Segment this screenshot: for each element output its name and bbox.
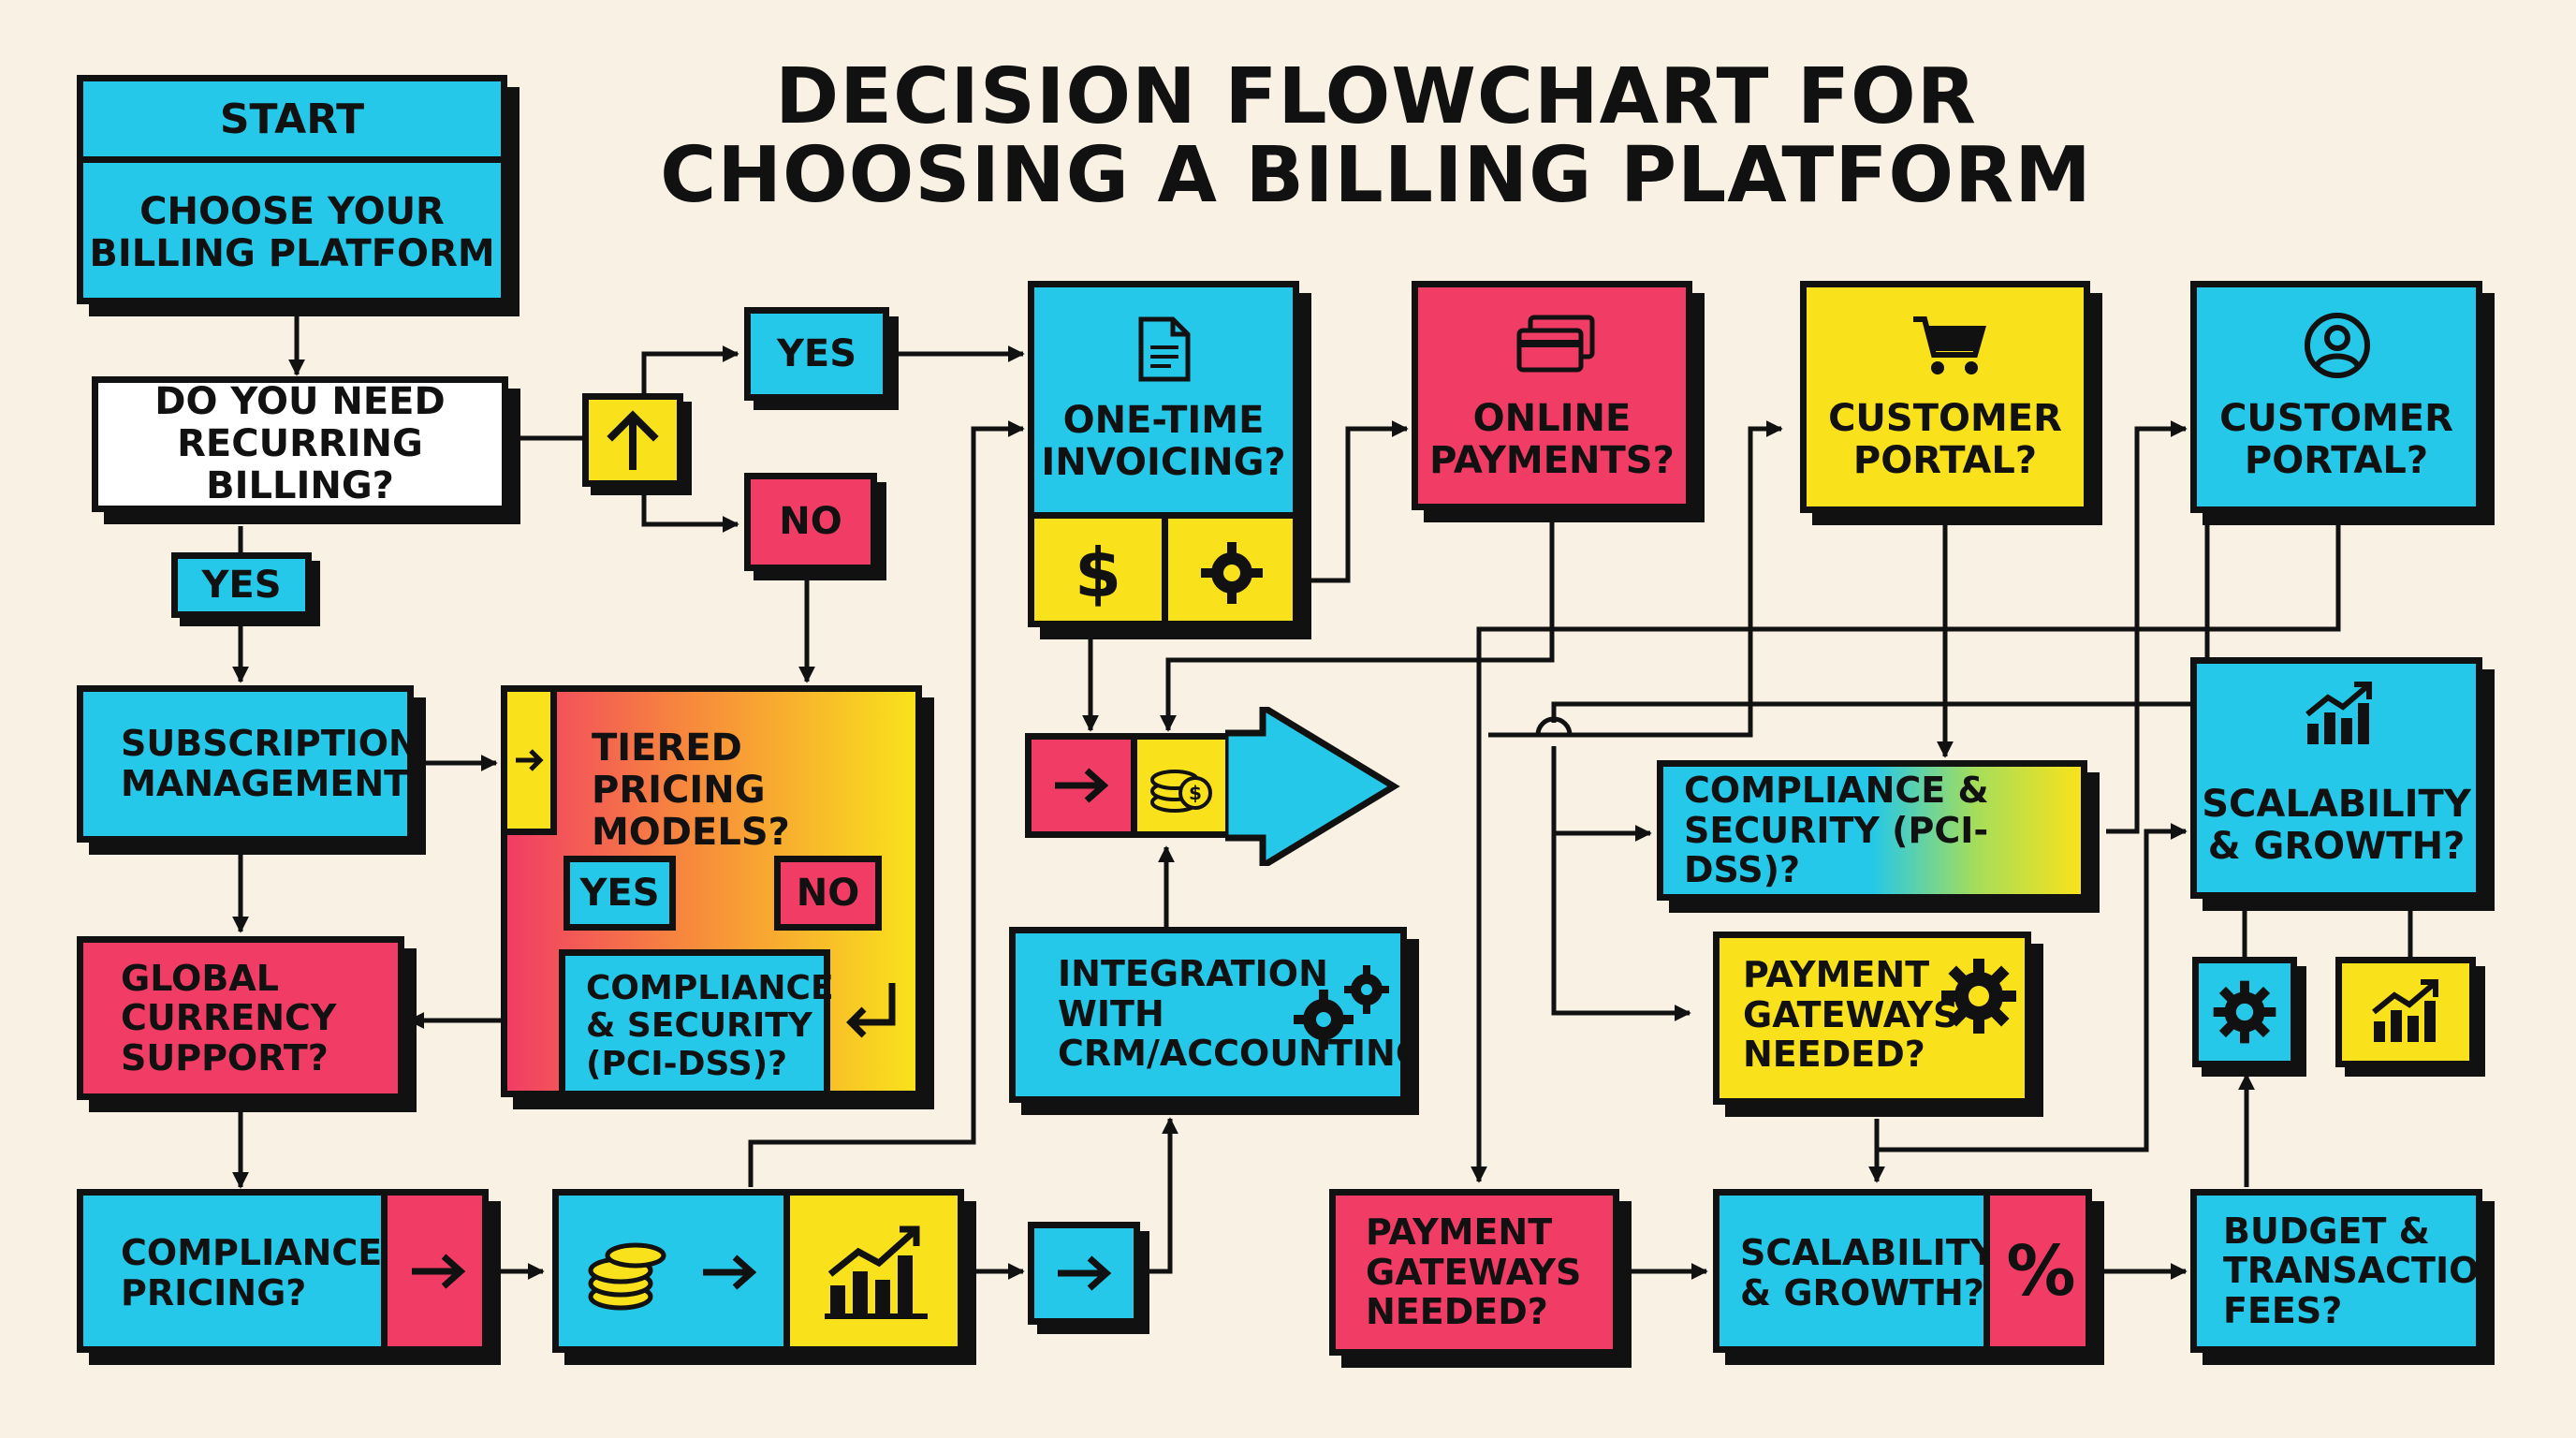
- customer-portal-2-label: CUSTOMER PORTAL?: [2219, 397, 2453, 482]
- tiered-pricing-label: TIERED PRICING MODELS?: [592, 726, 790, 854]
- one-time-invoicing-node[interactable]: ONE-TIME INVOICING? $: [1028, 281, 1299, 627]
- title-line-2: CHOOSING A BILLING PLATFORM: [660, 131, 2092, 220]
- edge-portal1-branch: [1551, 520, 2210, 1013]
- budget-label: BUDGET & TRANSACTION FEES?: [2223, 1210, 2482, 1331]
- bar-chart-icon: [825, 1225, 928, 1319]
- banner-arrow-cell: [1025, 733, 1137, 838]
- up-arrow-node[interactable]: [582, 393, 683, 487]
- percent-cell: %: [1983, 1196, 2086, 1346]
- no-top-label: NO: [779, 500, 842, 544]
- banner-arrowhead: [1225, 707, 1400, 866]
- yes-top-node[interactable]: YES: [744, 307, 889, 401]
- gear-icon: [1294, 965, 1389, 1049]
- compliance-right-node[interactable]: COMPLIANCE & SECURITY (PCI-DSS)?: [1657, 760, 2087, 901]
- tiered-pricing-node[interactable]: TIERED PRICING MODELS? YES NO COMPLIANCE…: [501, 685, 922, 1097]
- tiered-no-label: NO: [796, 872, 860, 915]
- edge-online-to-banner: [1160, 520, 1555, 732]
- user-icon: [2305, 313, 2370, 378]
- tiered-yes-label: YES: [579, 872, 660, 915]
- budget-node[interactable]: BUDGET & TRANSACTION FEES?: [2190, 1189, 2482, 1353]
- edge-gear-to-online: [1301, 420, 1409, 583]
- svg-text:$: $: [1189, 782, 1202, 804]
- edge-gateways-to-scal-right: [1877, 823, 2188, 1152]
- payment-gateways-1-node[interactable]: PAYMENT GATEWAYS NEEDED?: [1713, 932, 2031, 1105]
- title-line-1: DECISION FLOWCHART FOR: [775, 52, 1977, 141]
- tiered-no-cell[interactable]: NO: [774, 856, 882, 931]
- choose-platform-label: CHOOSE YOUR BILLING PLATFORM: [89, 190, 495, 275]
- edge-arrow-to-integration: [1145, 1117, 1178, 1274]
- global-currency-node[interactable]: GLOBAL CURRENCY SUPPORT?: [77, 936, 404, 1100]
- recurring-billing-node[interactable]: DO YOU NEED RECURRING BILLING?: [92, 376, 508, 512]
- edge-compliance-to-portal2: [2106, 420, 2188, 834]
- online-payments-node[interactable]: ONLINE PAYMENTS?: [1412, 281, 1692, 510]
- document-icon: [1138, 316, 1191, 382]
- edge-to-portal1: [1488, 420, 1783, 738]
- global-currency-label: GLOBAL CURRENCY SUPPORT?: [121, 957, 337, 1078]
- scalability-2-label: SCALABILITY & GROWTH?: [1740, 1232, 1997, 1313]
- banner-coins-cell: $: [1131, 733, 1232, 838]
- yes-left-label: YES: [201, 563, 282, 607]
- compliance-right-label: COMPLIANCE & SECURITY (PCI-DSS)?: [1684, 770, 1989, 891]
- yes-top-label: YES: [776, 331, 857, 375]
- credit-card-icon: [1516, 315, 1595, 373]
- gear-small-node[interactable]: [2192, 957, 2297, 1067]
- online-payments-label: ONLINE PAYMENTS?: [1429, 397, 1675, 482]
- one-time-invoicing-label: ONE-TIME INVOICING?: [1041, 399, 1286, 484]
- bar-chart-icon: [2305, 682, 2372, 744]
- gear-icon: [1941, 959, 2016, 1034]
- compliance-mid-label: COMPLIANCE & SECURITY (PCI-DSS)?: [586, 969, 834, 1083]
- payment-gateways-2-node[interactable]: PAYMENT GATEWAYS NEEDED?: [1329, 1189, 1619, 1356]
- integration-label: INTEGRATION WITH CRM/ACCOUNTING?: [1058, 953, 1407, 1075]
- compliance-pricing-label: COMPLIANCE PRICING?: [121, 1232, 383, 1313]
- payment-gateways-2-label: PAYMENT GATEWAYS NEEDED?: [1366, 1211, 1582, 1333]
- compliance-mid-cell[interactable]: COMPLIANCE & SECURITY (PCI-DSS)?: [559, 949, 834, 1091]
- customer-portal-1-label: CUSTOMER PORTAL?: [1828, 397, 2062, 482]
- coins-chart-node[interactable]: [552, 1189, 964, 1353]
- edge-coins-up-to-onetime: [748, 420, 1025, 1187]
- page-title: DECISION FLOWCHART FOR CHOOSING A BILLIN…: [580, 58, 2172, 215]
- tiered-arrow-cell: [507, 692, 557, 835]
- scalability-1-node[interactable]: SCALABILITY & GROWTH?: [2190, 657, 2482, 899]
- no-top-node[interactable]: NO: [744, 473, 877, 571]
- payment-gateways-1-label: PAYMENT GATEWAYS NEEDED?: [1743, 954, 1959, 1076]
- start-node[interactable]: START CHOOSE YOUR BILLING PLATFORM: [77, 75, 507, 304]
- arrow-up-icon: [607, 410, 659, 470]
- recurring-billing-label: DO YOU NEED RECURRING BILLING?: [154, 380, 446, 507]
- start-label: START: [83, 81, 501, 163]
- dollar-cell: $: [1034, 512, 1168, 621]
- gear-icon: [2213, 980, 2276, 1044]
- arrow-right-icon: [516, 749, 544, 771]
- customer-portal-1-node[interactable]: CUSTOMER PORTAL?: [1800, 281, 2090, 513]
- arrow-right-icon: [703, 1255, 757, 1290]
- percent-icon: %: [2006, 1230, 2076, 1312]
- coins-icon: [588, 1242, 666, 1311]
- yes-left-node[interactable]: YES: [171, 552, 312, 618]
- coins-icon: $: [1150, 770, 1212, 813]
- compliance-pricing-arrow-cell: [381, 1196, 482, 1346]
- tiered-yes-cell[interactable]: YES: [564, 856, 676, 931]
- arrow-right-icon: [412, 1253, 466, 1289]
- scalability-1-label: SCALABILITY & GROWTH?: [2202, 783, 2471, 868]
- subscription-label: SUBSCRIPTION MANAGEMENT?: [121, 723, 414, 804]
- scalability-2-node[interactable]: SCALABILITY & GROWTH? %: [1713, 1189, 2092, 1353]
- dollar-icon: $: [1074, 534, 1122, 612]
- gear-icon: [1201, 542, 1263, 604]
- arrow-node[interactable]: [1028, 1222, 1140, 1325]
- subscription-node[interactable]: SUBSCRIPTION MANAGEMENT?: [77, 685, 414, 843]
- return-arrow-icon: [846, 983, 896, 1038]
- compliance-pricing-node[interactable]: COMPLIANCE PRICING?: [77, 1189, 489, 1353]
- shopping-cart-icon: [1913, 316, 1986, 374]
- chart-cell: [783, 1196, 958, 1346]
- bar-chart-icon: [2372, 979, 2438, 1042]
- gear-cell: [1162, 512, 1293, 621]
- edge-hop: [1535, 716, 1573, 736]
- edge-portal2-down: [1471, 520, 2341, 1183]
- integration-node[interactable]: INTEGRATION WITH CRM/ACCOUNTING?: [1009, 927, 1407, 1103]
- chart-small-node[interactable]: [2335, 957, 2476, 1067]
- customer-portal-2-node[interactable]: CUSTOMER PORTAL?: [2190, 281, 2482, 513]
- arrow-right-icon: [1058, 1255, 1112, 1291]
- arrow-right-icon: [1055, 768, 1109, 803]
